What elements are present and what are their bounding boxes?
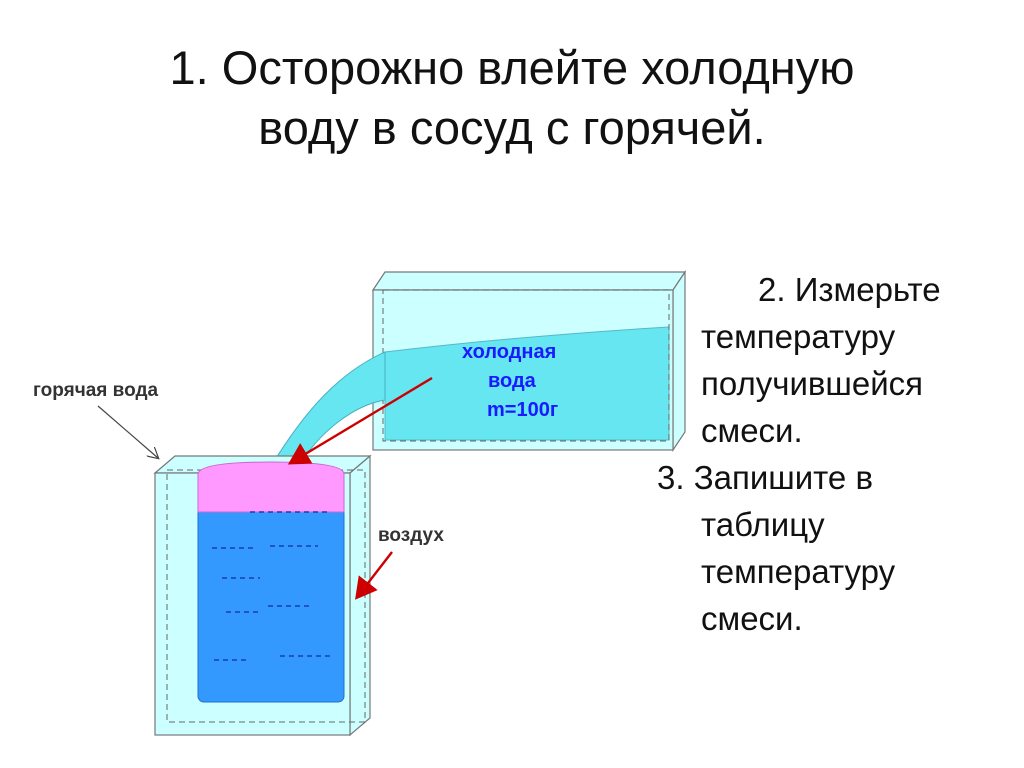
cold-water-label-1: холодная xyxy=(462,341,556,363)
step-3-line-2: таблицу xyxy=(701,506,825,543)
step-3-line-4: смеси. xyxy=(701,600,803,637)
instruction-steps: 2. Измерьте температуру получившейся сме… xyxy=(655,266,1015,642)
title-line-2: воду в сосуд с горячей. xyxy=(258,101,766,154)
pouring-stream xyxy=(269,351,386,471)
cold-water-label-2: вода xyxy=(488,370,537,392)
air-label: воздух xyxy=(378,525,444,546)
step-3-line-3: температуру xyxy=(701,553,896,590)
hot-water-vessel xyxy=(153,454,372,737)
air-arrow xyxy=(355,551,393,600)
cold-water-label-3: m=100г xyxy=(487,399,558,421)
pour-arrow xyxy=(287,376,433,465)
step-2-line-2: температуру xyxy=(701,318,896,355)
step-2-line-1: 2. Измерьте xyxy=(758,271,941,308)
cold-water-vessel xyxy=(371,270,687,452)
step-3-line-1: 3. Запишите в xyxy=(657,459,873,496)
hot-water-label: горячая вода xyxy=(33,380,159,401)
title-line-1: 1. Осторожно влейте холодную xyxy=(169,41,855,94)
hot-water-pointer xyxy=(97,405,158,458)
slide-title: 1. Осторожно влейте холодную воду в сосу… xyxy=(40,38,984,158)
step-2-line-4: смеси. xyxy=(701,412,803,449)
step-2-line-3: получившейся xyxy=(701,365,924,402)
